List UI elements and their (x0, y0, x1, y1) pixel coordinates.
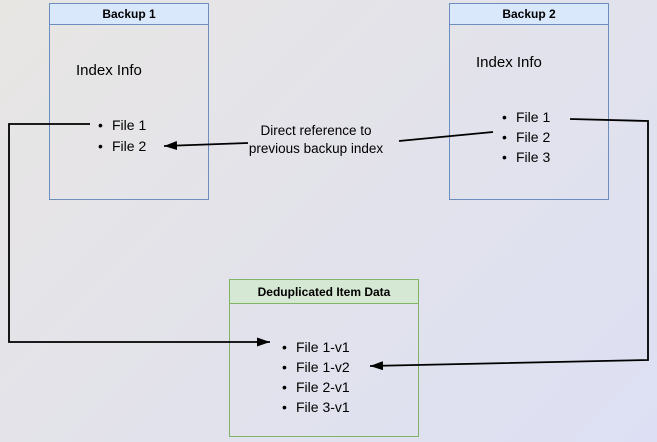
backup1-file-list: File 1 File 2 (98, 115, 146, 156)
backup2-box: Backup 2 Index Info File 1 File 2 File 3 (449, 3, 609, 200)
dedup-file-list: File 1-v1 File 1-v2 File 2-v1 File 3-v1 (282, 337, 350, 417)
annotation-line2: previous backup index (248, 141, 384, 156)
annotation-line1: Direct reference to (260, 123, 372, 138)
dedup-title: Deduplicated Item Data (257, 284, 391, 299)
list-item: File 2 (502, 127, 550, 147)
dedup-header: Deduplicated Item Data (230, 280, 418, 304)
dedup-box: Deduplicated Item Data File 1-v1 File 1-… (229, 279, 419, 437)
backup1-title: Backup 1 (102, 7, 156, 21)
backup2-header: Backup 2 (450, 4, 608, 25)
backup2-index-info-label: Index Info (476, 54, 542, 71)
backup2-file-list: File 1 File 2 File 3 (502, 107, 550, 167)
list-item: File 1-v2 (282, 357, 350, 377)
list-item: File 1-v1 (282, 337, 350, 357)
list-item: File 2-v1 (282, 377, 350, 397)
backup1-header: Backup 1 (50, 4, 208, 25)
backup1-index-info-label: Index Info (76, 62, 142, 79)
list-item: File 2 (98, 136, 146, 157)
list-item: File 3-v1 (282, 397, 350, 417)
list-item: File 1 (98, 115, 146, 136)
list-item: File 1 (502, 107, 550, 127)
backup1-box: Backup 1 Index Info File 1 File 2 (49, 3, 209, 200)
backup2-title: Backup 2 (502, 7, 556, 21)
arrow-annotation: Direct reference to previous backup inde… (236, 122, 396, 158)
list-item: File 3 (502, 147, 550, 167)
